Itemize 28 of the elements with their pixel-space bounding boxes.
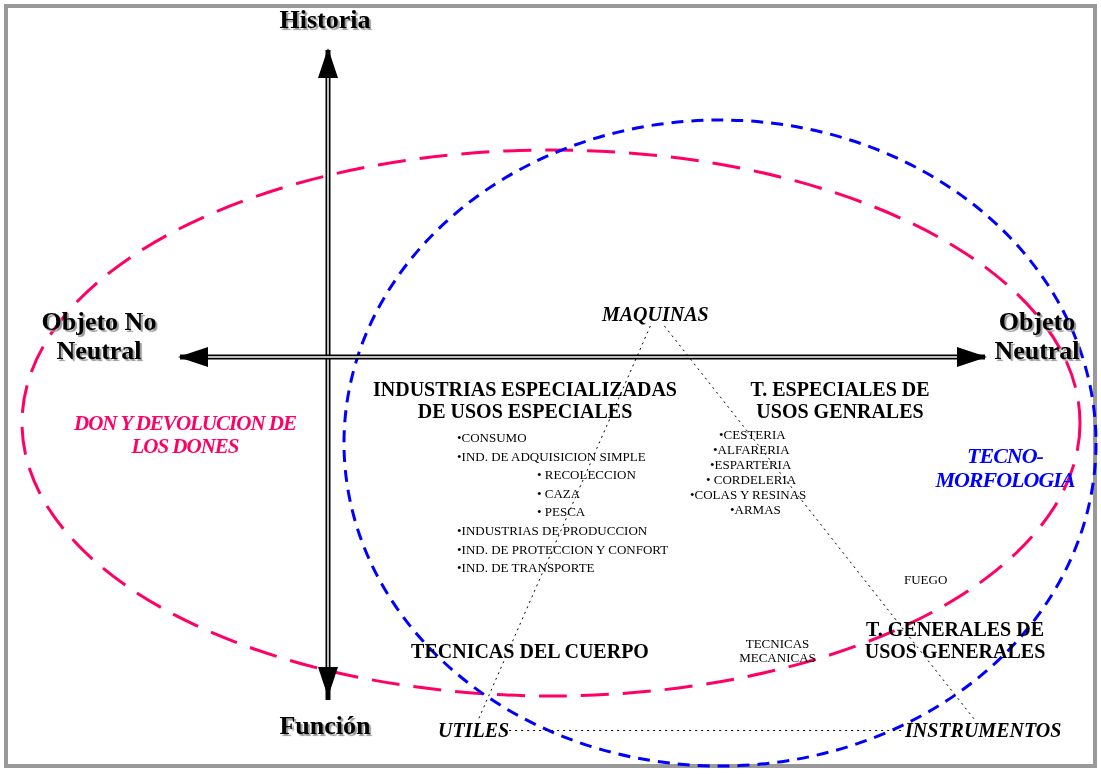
axis-label: Función <box>278 712 372 741</box>
category-heading: T. GENERALES DE USOS GENERALES <box>863 618 1047 662</box>
category-label: INSTRUMENTOS <box>905 719 1062 742</box>
list-item: • CAZA <box>537 486 581 501</box>
note-label: FUEGO <box>904 573 948 588</box>
list-item: •ARMAS <box>730 503 781 518</box>
region-label: DON Y DEVOLUCION DE LOS DONES <box>73 412 297 459</box>
list-item: •ALFARERIA <box>713 443 790 458</box>
list-item: •IND. DE ADQUISICION SIMPLE <box>457 449 646 464</box>
list-item: •INDUSTRIAS DE PRODUCCION <box>457 524 648 539</box>
dotted-connector <box>663 325 975 720</box>
list-item: •CONSUMO <box>457 431 527 446</box>
category-label: UTILES <box>438 719 510 742</box>
axis-label: Objeto Neutral <box>993 308 1081 366</box>
list-item: •IND. DE TRANSPORTE <box>457 561 595 576</box>
list-item: •COLAS Y RESINAS <box>690 488 807 503</box>
group-heading: T. ESPECIALES DE USOS GENRALES <box>749 378 931 422</box>
axis-label: Historia <box>278 6 372 35</box>
group-heading: INDUSTRIAS ESPECIALIZADAS DE USOS ESPECIALES <box>372 378 678 422</box>
note-label: TECNICAS MECANICAS <box>738 637 817 666</box>
list-item: •ESPARTERIA <box>710 458 792 473</box>
list-item: • PESCA <box>537 505 586 520</box>
list-item: • RECOLECCION <box>537 468 636 483</box>
dotted-connector <box>478 325 651 720</box>
list-item: •IND. DE PROTECCION Y CONFORT <box>457 542 669 557</box>
list-item: •CESTERIA <box>719 428 786 443</box>
list-item: • CORDELERIA <box>706 473 797 488</box>
category-label: MAQUINAS <box>602 303 709 326</box>
